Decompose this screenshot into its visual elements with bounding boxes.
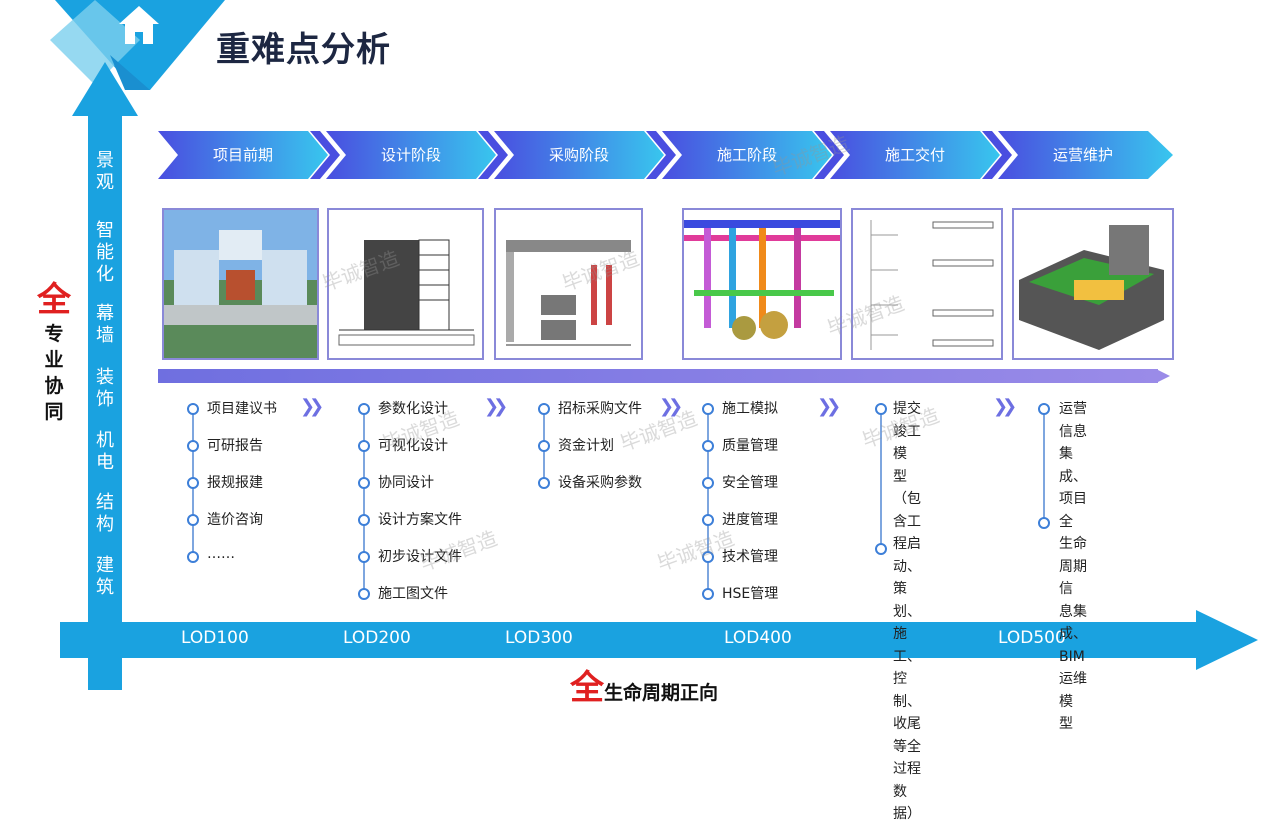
mep-section-image xyxy=(494,208,643,360)
label-char: 业 xyxy=(44,349,64,371)
column-line xyxy=(363,408,365,593)
lod-label: LOD200 xyxy=(343,628,411,648)
stage-label: 施工交付 xyxy=(884,146,945,164)
timeline-bar xyxy=(158,369,1158,383)
stage-construction[interactable]: 施工阶段 xyxy=(662,131,844,179)
stage-label: 设计阶段 xyxy=(380,146,441,164)
list-dot xyxy=(1038,517,1050,529)
stage-handover[interactable]: 施工交付 xyxy=(830,131,1012,179)
plant-room-model-image xyxy=(1012,208,1174,360)
stage-label: 施工阶段 xyxy=(716,146,777,164)
double-chevron-icon: ❯❯ xyxy=(484,396,508,417)
timeline-arrowhead xyxy=(1156,369,1170,383)
horizontal-axis xyxy=(60,622,1205,658)
double-chevron-icon: ❯❯ xyxy=(817,396,841,417)
axis-label-curtain-wall: 幕墙 xyxy=(96,303,114,346)
lod-label: LOD100 xyxy=(181,628,249,648)
double-chevron-icon: ❯❯ xyxy=(300,396,324,417)
axis-label-mep: 机电 xyxy=(96,430,114,473)
vertical-axis-arrowhead xyxy=(72,62,138,116)
pipe-model-image xyxy=(682,208,842,360)
label-char: 协 xyxy=(44,375,64,397)
label-char: 同 xyxy=(44,401,64,423)
lod-label: LOD300 xyxy=(505,628,573,648)
lod-label: LOD400 xyxy=(724,628,792,648)
list-dot xyxy=(875,403,887,415)
page-title: 重难点分析 xyxy=(216,30,391,70)
handover-text: 提交竣工模型（包含工程启动、策 划、施工、控制、收尾等全过程数 据） xyxy=(893,401,921,822)
full-discipline-label: 全 专 业 协 同 xyxy=(36,272,72,425)
full-lifecycle-label: 全生命周期正向 xyxy=(570,660,718,709)
full-char: 全 xyxy=(570,668,604,708)
axis-label-landscape: 景观 xyxy=(96,150,114,193)
axis-label-structure: 结构 xyxy=(96,492,114,535)
label-char: 专 xyxy=(44,323,64,345)
column-line xyxy=(880,408,882,548)
operation-text: 运营信息集成、项目全生命周期信 息集成、BIM运维模型 xyxy=(1059,401,1087,732)
double-chevron-icon: ❯❯ xyxy=(993,396,1017,417)
lod-label: LOD500 xyxy=(998,628,1066,648)
model-tree-image xyxy=(851,208,1003,360)
list-dot xyxy=(1038,403,1050,415)
watermark: 毕诚智造 xyxy=(416,525,501,576)
stage-label: 采购阶段 xyxy=(548,146,609,164)
watermark: 毕诚智造 xyxy=(653,525,738,576)
stage-label: 项目前期 xyxy=(212,146,273,164)
column-line xyxy=(1043,408,1045,522)
stage-project-initiation[interactable]: 项目前期 xyxy=(158,131,340,179)
axis-label-intelligent: 智能化 xyxy=(96,220,114,285)
stage-operation[interactable]: 运营维护 xyxy=(998,131,1178,179)
home-icon[interactable] xyxy=(117,4,161,46)
elevation-drawing-image xyxy=(327,208,484,360)
stage-label: 运营维护 xyxy=(1052,146,1113,164)
vertical-axis xyxy=(88,110,122,690)
stage-design[interactable]: 设计阶段 xyxy=(326,131,508,179)
building-render-image xyxy=(162,208,319,360)
axis-label-decoration: 装饰 xyxy=(96,367,114,410)
stage-procurement[interactable]: 采购阶段 xyxy=(494,131,676,179)
lifecycle-text: 生命周期正向 xyxy=(604,682,719,704)
column-line xyxy=(707,408,709,593)
horizontal-axis-arrowhead xyxy=(1196,610,1258,670)
list-dot xyxy=(875,543,887,555)
axis-label-architecture: 建筑 xyxy=(96,555,114,598)
full-char: 全 xyxy=(37,280,71,320)
